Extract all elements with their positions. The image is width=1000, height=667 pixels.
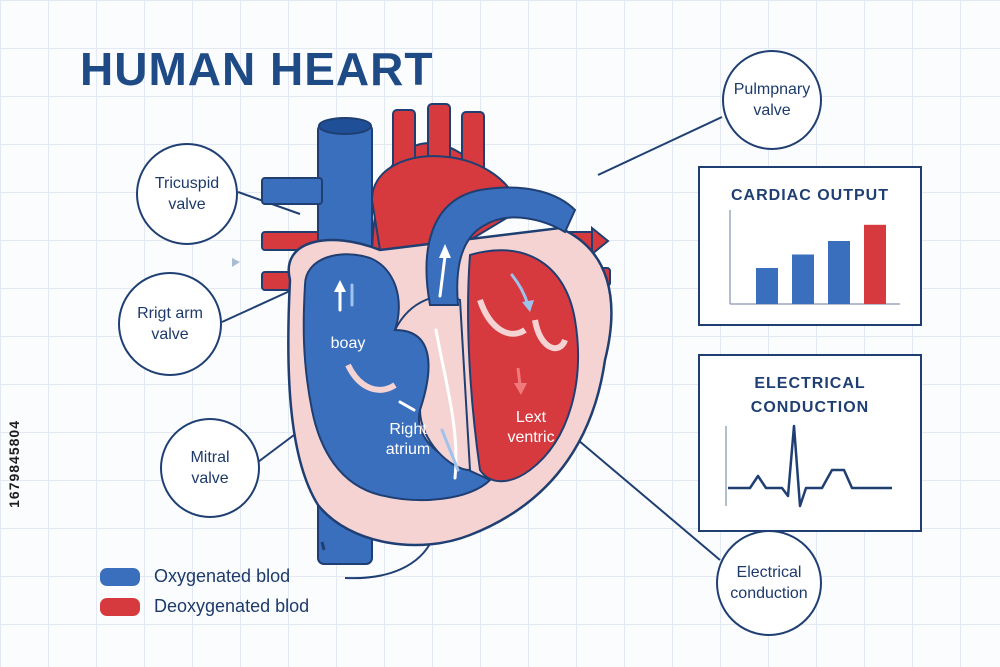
legend-swatch-blue <box>100 567 140 586</box>
body-label: boay <box>330 335 366 352</box>
pulmonary-arrow-icon <box>591 225 610 257</box>
small-arrow-icon <box>232 258 240 267</box>
left-ventricle <box>467 249 579 483</box>
pulmonary-leader <box>597 116 723 176</box>
left-ventricle-label: Lext ventric <box>507 409 555 446</box>
bar-4 <box>864 224 886 304</box>
legend-label: Deoxygenated blod <box>154 596 310 616</box>
legend-label: Oxygenated blod <box>154 566 291 586</box>
right-atrium-label: Right atrium <box>385 421 431 458</box>
aorta-branch-2 <box>427 103 451 165</box>
mitral-leader <box>257 431 299 463</box>
electrical-conduction-panel: ELECTRICAL CONDUCTION <box>698 354 922 532</box>
legend-swatch-red <box>100 597 140 616</box>
pulmonary-artery <box>425 186 577 306</box>
right-arm-valve-callout: Rrigt arm valve <box>118 272 222 376</box>
cardiac-output-chart <box>729 210 900 305</box>
legend-leader <box>344 539 433 580</box>
right-arm-leader <box>221 289 293 323</box>
legend-item-oxygenated: Oxygenated blod <box>100 566 290 587</box>
cardiac-output-title: CARDIAC OUTPUT <box>731 187 889 204</box>
electrical-conduction-callout: Electrical conduction <box>716 530 822 636</box>
tricuspid-valve-callout: Tricuspid valve <box>136 143 238 245</box>
flow-arrow-icon <box>438 254 447 298</box>
bar-2 <box>792 254 814 304</box>
ecg-chart <box>725 424 892 508</box>
pulmonary-valve-callout: Pulmpnary valve <box>722 50 822 150</box>
bar-3 <box>828 241 850 304</box>
vein-branch <box>261 177 323 205</box>
ecg-trace <box>728 424 892 508</box>
electrical-conduction-title: ELECTRICAL CONDUCTION <box>750 375 870 416</box>
cardiac-output-panel: CARDIAC OUTPUT <box>698 166 922 326</box>
mitral-valve-callout: Mitral valve <box>160 418 260 518</box>
page-title: HUMAN HEART <box>80 43 434 95</box>
electrical-leader <box>577 439 721 561</box>
bar-1 <box>756 268 778 304</box>
legend-item-deoxygenated: Deoxygenated blod <box>100 596 309 617</box>
watermark-id: 1679845804 <box>6 420 22 508</box>
